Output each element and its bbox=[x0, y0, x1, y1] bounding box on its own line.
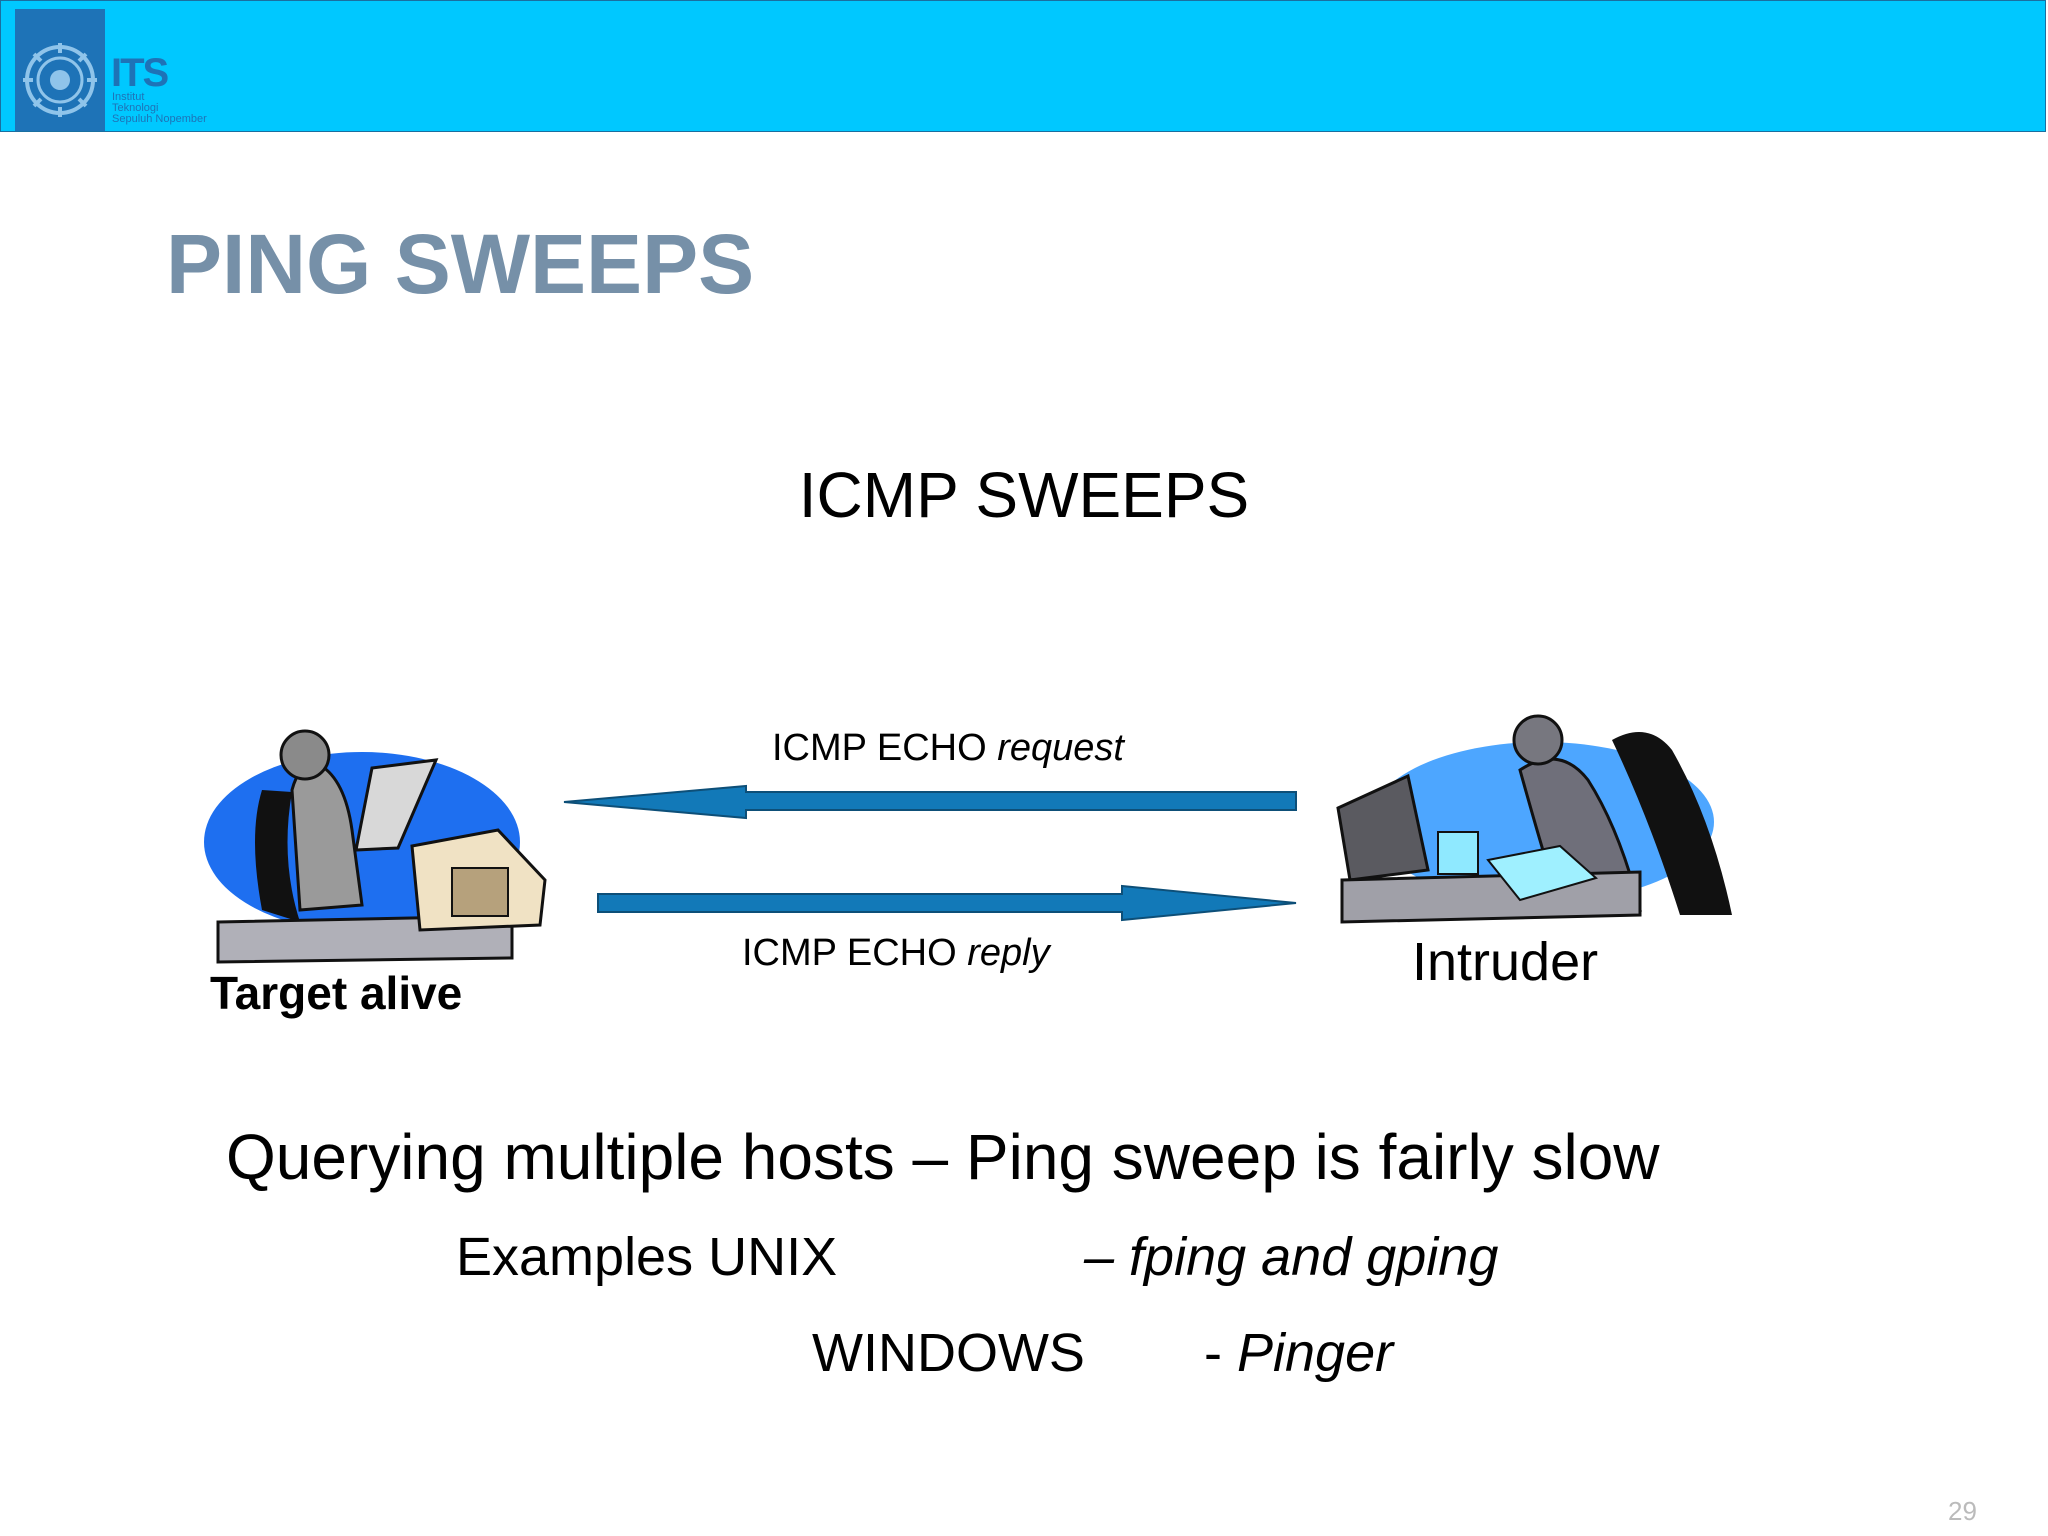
logo-wordmark: ITS bbox=[111, 51, 169, 95]
slide-title: PING SWEEPS bbox=[166, 217, 755, 311]
intruder-chair-shape bbox=[1612, 732, 1732, 915]
intruder-papers-shape bbox=[1486, 844, 1599, 902]
diagram-subtitle: ICMP SWEEPS bbox=[798, 459, 1250, 531]
icmp-echo-reply-arrow bbox=[597, 884, 1297, 922]
icmp-echo-request-label: ICMP ECHO request bbox=[772, 727, 1124, 769]
intruder-workstation-illustration bbox=[1336, 714, 1732, 924]
intruder-keypad-shape bbox=[1437, 831, 1479, 875]
header-bar: ITS Institut Teknologi Sepuluh Nopember bbox=[0, 0, 2046, 132]
icmp-echo-reply-label: ICMP ECHO reply bbox=[742, 932, 1050, 974]
logo-block bbox=[15, 9, 105, 131]
target-person-head bbox=[279, 729, 331, 781]
logo-line-3: Sepuluh Nopember bbox=[112, 113, 207, 125]
target-paper-shape bbox=[354, 758, 439, 852]
its-seal-icon bbox=[23, 43, 97, 117]
target-workstation-illustration bbox=[204, 729, 547, 964]
page-number: 29 bbox=[1948, 1496, 1977, 1526]
examples-unix-label: Examples UNIX bbox=[456, 1227, 838, 1287]
examples-windows-label: WINDOWS bbox=[812, 1323, 1085, 1383]
examples-windows-tool: - Pinger bbox=[1204, 1323, 1394, 1383]
logo-line-2: Teknologi bbox=[112, 102, 159, 114]
footer-statement: Querying multiple hosts – Ping sweep is … bbox=[226, 1121, 1660, 1193]
intruder-label: Intruder bbox=[1412, 932, 1599, 992]
intruder-person-head bbox=[1512, 714, 1564, 766]
intruder-desk-shape bbox=[1340, 870, 1642, 924]
target-monitor-screen bbox=[451, 867, 509, 917]
logo-line-1: Institut bbox=[112, 91, 145, 103]
icmp-echo-request-arrow bbox=[563, 784, 1297, 820]
intruder-monitor-shape bbox=[1336, 773, 1430, 882]
target-alive-label: Target alive bbox=[210, 967, 463, 1019]
examples-unix-tools: – fping and gping bbox=[1084, 1227, 1499, 1287]
target-chair-shape bbox=[255, 790, 300, 922]
